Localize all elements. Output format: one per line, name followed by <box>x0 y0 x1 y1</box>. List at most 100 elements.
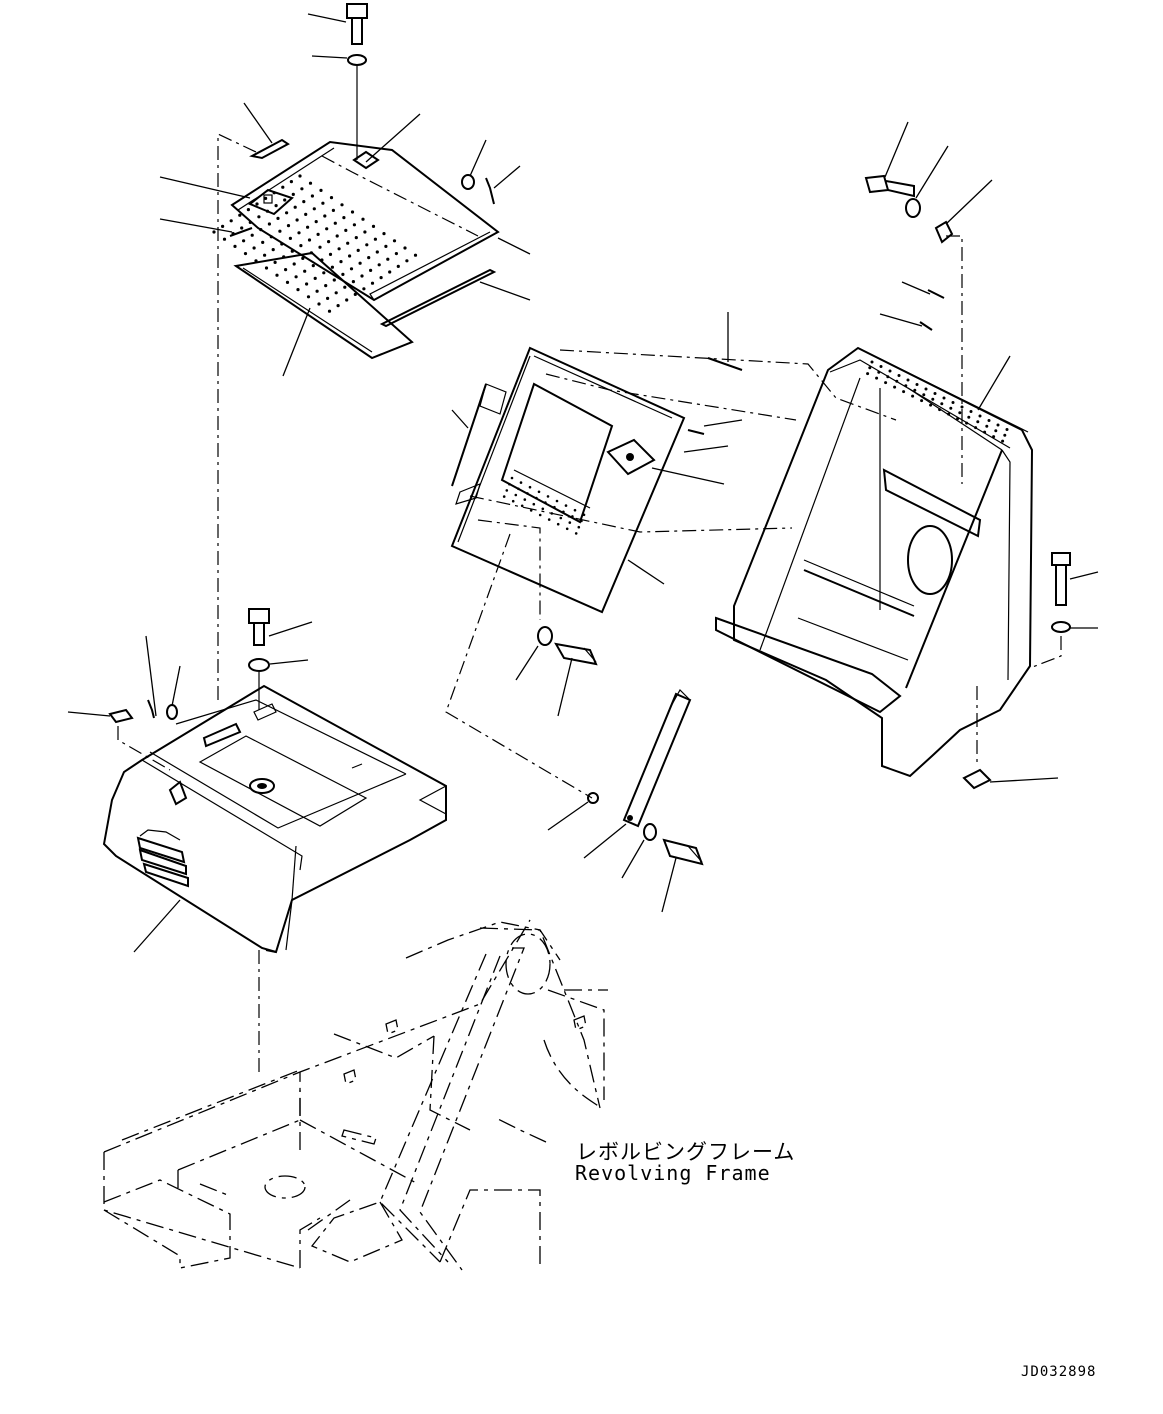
perforation-hole <box>361 217 365 221</box>
panel-link-5 <box>445 533 593 799</box>
perforation-hole <box>304 212 308 216</box>
side-bolt <box>1051 552 1099 606</box>
perforation-hole <box>362 287 366 291</box>
tool-box-interior <box>168 703 368 827</box>
perforation-hole <box>875 376 879 380</box>
perforation-hole <box>976 420 980 424</box>
perforation-hole <box>868 366 872 370</box>
panel-link-1 <box>559 349 897 421</box>
perforation-hole <box>310 194 314 198</box>
rear-nut <box>934 179 993 244</box>
perforation-hole <box>888 369 892 373</box>
perforation-hole <box>866 372 870 376</box>
inner-panel-leader <box>627 559 665 585</box>
perforation-hole <box>571 515 574 518</box>
box-cushion-path <box>117 726 171 771</box>
perforation-hole <box>382 232 386 236</box>
perforation-hole <box>240 226 244 230</box>
perforation-hole <box>285 211 289 215</box>
perforation-hole <box>306 295 311 299</box>
panel-link-2 <box>545 373 797 421</box>
inner-panel-pocket <box>500 382 614 524</box>
perforation-hole <box>388 270 392 274</box>
tool-box-leader <box>133 899 181 953</box>
perforation-hole <box>367 256 371 260</box>
perforation-hole <box>299 244 303 248</box>
rear-pin <box>879 281 945 331</box>
perforation-hole <box>306 225 310 229</box>
foot-bracket <box>962 768 1059 790</box>
perforation-hole <box>261 240 265 244</box>
perforation-hole <box>221 224 225 228</box>
frame-label-leader <box>495 1117 547 1143</box>
perforation-hole <box>348 254 352 258</box>
box-cushion <box>67 708 134 724</box>
perforation-hole <box>275 273 279 277</box>
perforation-hole <box>330 265 334 269</box>
perforation-hole <box>302 200 306 204</box>
perforation-hole <box>505 489 509 492</box>
perforation-hole <box>350 210 355 214</box>
perforation-hole <box>511 499 515 503</box>
perforation-hole <box>335 234 339 238</box>
perforation-hole <box>242 239 246 243</box>
perforation-hole <box>284 268 288 272</box>
perforation-hole <box>915 383 919 386</box>
perforation-hole <box>559 516 563 520</box>
perforation-hole <box>327 240 331 244</box>
perforation-hole <box>305 282 309 286</box>
perforation-hole <box>377 263 381 267</box>
perforation-hole <box>958 411 962 415</box>
perforation-hole <box>312 207 316 211</box>
perforation-hole <box>328 252 333 256</box>
lid-rod <box>159 218 253 237</box>
lid-leader <box>497 237 531 255</box>
frame-label-english: Revolving Frame <box>575 1161 771 1185</box>
perforation-hole <box>978 414 982 418</box>
perforation-hole <box>269 235 273 239</box>
perforation-hole <box>956 417 960 421</box>
lid-clip <box>243 102 290 160</box>
perforation-hole <box>343 285 347 289</box>
perforation-hole <box>318 245 322 249</box>
perforation-hole <box>301 256 305 260</box>
stay-cap <box>547 792 599 831</box>
perforation-hole <box>252 246 256 250</box>
perforation-hole <box>904 384 908 388</box>
box-clip <box>145 635 157 719</box>
perforation-hole <box>264 196 268 200</box>
perforation-hole <box>949 406 953 410</box>
box-nut <box>166 665 181 720</box>
perforation-hole <box>373 237 377 241</box>
lid-seal-strip <box>379 268 531 328</box>
inner-panel-clip <box>707 312 743 371</box>
perforation-hole <box>317 302 321 306</box>
lid-latch <box>159 176 294 216</box>
stay-bolt <box>661 838 704 913</box>
perforation-hole <box>281 185 285 189</box>
perforation-hole <box>303 269 307 273</box>
perforation-hole <box>311 264 315 268</box>
perforation-hole <box>273 260 277 264</box>
lid-perforations <box>212 174 418 313</box>
tool-box-bolt <box>248 608 313 646</box>
stay-bar <box>583 689 692 859</box>
perforation-hole <box>297 231 301 235</box>
perforation-hole <box>290 249 294 253</box>
perforation-hole <box>573 508 577 512</box>
perforation-hole <box>922 393 926 397</box>
perforation-hole <box>363 230 367 234</box>
perforation-hole <box>544 501 547 504</box>
perforation-hole <box>243 252 248 256</box>
perforation-hole <box>296 288 300 292</box>
perforation-hole <box>315 289 319 293</box>
perforation-hole <box>514 493 518 497</box>
perforation-hole <box>351 280 355 284</box>
tool-box-lid <box>230 140 500 302</box>
perforation-hole <box>255 202 259 206</box>
perforation-hole <box>329 196 334 200</box>
perforation-hole <box>369 268 373 272</box>
inner-panel-hinge-bar <box>451 383 507 505</box>
perforation-hole <box>553 505 556 509</box>
